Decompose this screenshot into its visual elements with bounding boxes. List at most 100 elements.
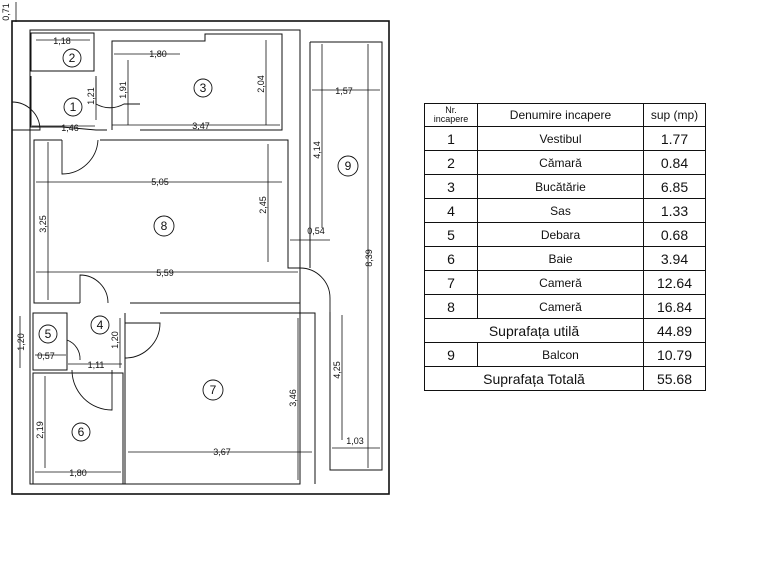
dim-label: 2,19 xyxy=(35,421,45,439)
dim-label: 3,46 xyxy=(288,389,298,407)
dim-label: 5,59 xyxy=(156,268,174,278)
dim-label: 4,14 xyxy=(312,141,322,159)
room-5-walls xyxy=(32,312,68,371)
dim-label: 0,54 xyxy=(307,226,325,236)
svg-text:8: 8 xyxy=(161,219,168,233)
outer-wall xyxy=(11,20,390,495)
dim-label: 4,25 xyxy=(332,361,342,379)
room-marker-1: 1 xyxy=(63,97,83,117)
svg-text:9: 9 xyxy=(345,159,352,173)
cell-nr: 5 xyxy=(424,222,478,247)
dim-label: 1,11 xyxy=(88,360,105,370)
cell-sup: 6.85 xyxy=(643,174,706,199)
dim-label: 1,03 xyxy=(346,436,364,446)
cell-name: Debara xyxy=(477,222,644,247)
svg-text:7: 7 xyxy=(210,383,217,397)
dim-label: 3,25 xyxy=(38,215,48,233)
entry-door xyxy=(11,101,41,131)
door-room-7 xyxy=(124,322,161,359)
dim-label: 3,67 xyxy=(213,447,231,457)
door-room-4 xyxy=(79,274,109,304)
door-room-8 xyxy=(61,139,99,175)
dim-label: 1,91 xyxy=(118,81,128,99)
total-value: 55.68 xyxy=(643,366,706,391)
dim-label: 1,18 xyxy=(53,36,71,46)
room-marker-8: 8 xyxy=(153,215,175,237)
room-marker-4: 4 xyxy=(90,315,110,335)
dim-label: 1,57 xyxy=(335,86,353,96)
svg-text:3: 3 xyxy=(200,81,207,95)
room-9-walls xyxy=(310,41,383,471)
cell-name: Cămară xyxy=(477,150,644,175)
room-marker-3: 3 xyxy=(193,78,213,98)
header-name: Denumire incapere xyxy=(477,103,644,127)
dim-label: 3,47 xyxy=(192,121,210,131)
door-room-9 xyxy=(299,267,331,312)
cell-name: Balcon xyxy=(477,342,644,367)
cell-nr: 9 xyxy=(424,342,478,367)
table-header: Nr.incapere Denumire incapere sup (mp) xyxy=(424,103,706,127)
cell-nr: 3 xyxy=(424,174,478,199)
cell-sup: 1.33 xyxy=(643,198,706,223)
cell-name: Sas xyxy=(477,198,644,223)
cell-nr: 6 xyxy=(424,246,478,271)
door-room-5 xyxy=(66,339,81,361)
cell-name: Bucătărie xyxy=(477,174,644,199)
total-label: Suprafața Totală xyxy=(424,366,644,391)
room-2-walls xyxy=(30,32,95,72)
dim-label: 0,57 xyxy=(37,351,55,361)
cell-sup: 16.84 xyxy=(643,294,706,319)
room-6-walls xyxy=(32,372,124,485)
dim-label: 5,05 xyxy=(151,177,169,187)
room-marker-5: 5 xyxy=(38,324,58,344)
svg-text:4: 4 xyxy=(97,318,104,332)
cell-name: Cameră xyxy=(477,294,644,319)
room-8-wall-right xyxy=(100,139,301,304)
cell-nr: 2 xyxy=(424,150,478,175)
svg-text:6: 6 xyxy=(78,425,85,439)
dim-label: 1,20 xyxy=(16,333,26,351)
room-marker-6: 6 xyxy=(71,422,91,442)
inner-outline xyxy=(29,29,301,485)
dim-label: 0,71 xyxy=(1,3,11,21)
cell-name: Vestibul xyxy=(477,126,644,151)
cell-nr: 8 xyxy=(424,294,478,319)
room-marker-2: 2 xyxy=(62,48,82,68)
floor-plan: 0,71 1,18 1,21 1,46 1,80 1,91 2,04 3,47 … xyxy=(1,2,390,495)
cell-nr: 4 xyxy=(424,198,478,223)
cell-sup: 3.94 xyxy=(643,246,706,271)
svg-text:2: 2 xyxy=(69,51,76,65)
dim-label: 1,80 xyxy=(149,49,167,59)
cell-sup: 0.68 xyxy=(643,222,706,247)
dim-label: 1,21 xyxy=(86,87,96,105)
cell-sup: 0.84 xyxy=(643,150,706,175)
cell-name: Cameră xyxy=(477,270,644,295)
room-3-walls xyxy=(111,33,283,131)
dim-label: 8,39 xyxy=(364,249,374,267)
cell-nr: 1 xyxy=(424,126,478,151)
util-label: Suprafața utilă xyxy=(424,318,644,343)
dim-label: 1,20 xyxy=(110,331,120,349)
cell-sup: 12.64 xyxy=(643,270,706,295)
area-table: Nr.incapere Denumire incapere sup (mp) 1… xyxy=(424,103,706,391)
svg-text:1: 1 xyxy=(70,100,77,114)
room-marker-7: 7 xyxy=(202,379,224,401)
cell-nr: 7 xyxy=(424,270,478,295)
cell-sup: 10.79 xyxy=(643,342,706,367)
util-value: 44.89 xyxy=(643,318,706,343)
room-7-walls xyxy=(160,312,316,484)
dim-label: 2,45 xyxy=(258,196,268,214)
header-nr: Nr.incapere xyxy=(424,103,478,127)
room-8-walls xyxy=(33,139,80,304)
cell-name: Baie xyxy=(477,246,644,271)
door-room-6 xyxy=(71,369,113,411)
